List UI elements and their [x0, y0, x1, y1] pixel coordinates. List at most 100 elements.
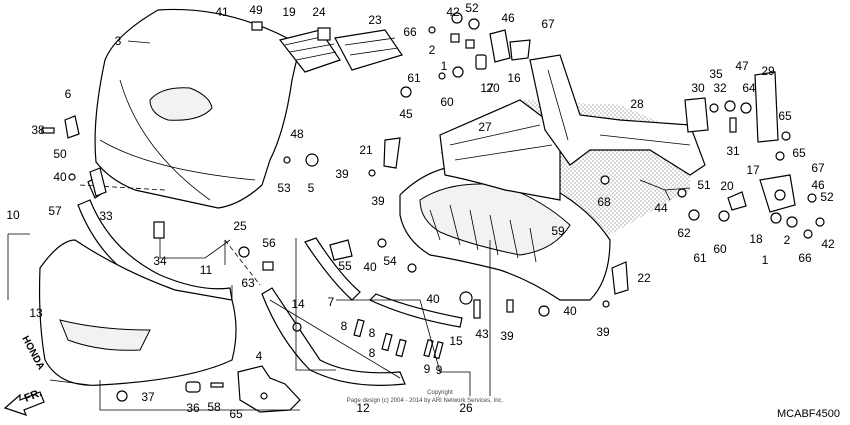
callout-34[interactable]: 34 [153, 254, 167, 268]
callout-20[interactable]: 20 [486, 81, 500, 95]
callout-40[interactable]: 40 [53, 170, 67, 184]
callout-65[interactable]: 65 [778, 109, 792, 123]
callout-6[interactable]: 6 [65, 87, 72, 101]
callout-17[interactable]: 17 [746, 163, 760, 177]
lower-bracket-4[interactable] [237, 365, 301, 413]
right-bracket-parts[interactable] [677, 71, 825, 239]
callout-51[interactable]: 51 [697, 178, 711, 192]
callout-8[interactable]: 8 [369, 346, 376, 360]
callout-39[interactable]: 39 [500, 329, 514, 343]
callout-29[interactable]: 29 [761, 64, 775, 78]
callout-61[interactable]: 61 [693, 251, 707, 265]
upper-small-parts[interactable] [251, 21, 412, 98]
callout-52[interactable]: 52 [820, 190, 834, 204]
callout-19[interactable]: 19 [282, 5, 296, 19]
callout-12[interactable]: 12 [356, 401, 370, 415]
callout-28[interactable]: 28 [630, 97, 644, 111]
callout-65[interactable]: 65 [229, 407, 243, 421]
callout-52[interactable]: 52 [465, 1, 479, 15]
callout-7[interactable]: 7 [328, 295, 335, 309]
left-small-parts[interactable] [41, 115, 401, 197]
callout-66[interactable]: 66 [403, 25, 417, 39]
callout-20[interactable]: 20 [720, 179, 734, 193]
callout-10[interactable]: 10 [6, 208, 20, 222]
callout-26[interactable]: 26 [459, 401, 473, 415]
callout-32[interactable]: 32 [713, 81, 727, 95]
callout-17[interactable]: 17 [480, 81, 494, 95]
callout-47[interactable]: 47 [735, 59, 749, 73]
callout-50[interactable]: 50 [53, 147, 67, 161]
top-middle-parts[interactable] [428, 12, 531, 80]
callout-9[interactable]: 9 [436, 363, 443, 377]
callout-63[interactable]: 63 [241, 276, 255, 290]
windscreen[interactable] [94, 8, 301, 209]
callout-27[interactable]: 27 [478, 120, 492, 134]
callout-39[interactable]: 39 [371, 194, 385, 208]
callout-39[interactable]: 39 [335, 167, 349, 181]
callout-24[interactable]: 24 [312, 5, 326, 19]
callout-40[interactable]: 40 [363, 260, 377, 274]
callout-45[interactable]: 45 [399, 107, 413, 121]
callout-60[interactable]: 60 [713, 242, 727, 256]
callout-5[interactable]: 5 [308, 181, 315, 195]
callout-36[interactable]: 36 [186, 401, 200, 415]
callout-35[interactable]: 35 [709, 67, 723, 81]
lower-trims[interactable] [261, 237, 463, 386]
callout-49[interactable]: 49 [249, 3, 263, 17]
callout-3[interactable]: 3 [115, 34, 122, 48]
callout-2[interactable]: 2 [429, 43, 436, 57]
callout-40[interactable]: 40 [563, 304, 577, 318]
callout-9[interactable]: 9 [424, 362, 431, 376]
callout-33[interactable]: 33 [99, 209, 113, 223]
callout-59[interactable]: 59 [551, 224, 565, 238]
lower-cowl[interactable] [38, 239, 237, 386]
callout-25[interactable]: 25 [233, 219, 247, 233]
callout-4[interactable]: 4 [256, 349, 263, 363]
callout-22[interactable]: 22 [637, 271, 651, 285]
callout-39[interactable]: 39 [596, 325, 610, 339]
callout-41[interactable]: 41 [215, 5, 229, 19]
callout-58[interactable]: 58 [207, 400, 221, 414]
inner-cowl[interactable] [399, 99, 611, 301]
callout-15[interactable]: 15 [449, 334, 463, 348]
callout-55[interactable]: 55 [338, 259, 352, 273]
clip-34[interactable] [153, 221, 165, 239]
callout-23[interactable]: 23 [368, 13, 382, 27]
callout-43[interactable]: 43 [475, 327, 489, 341]
callout-13[interactable]: 13 [29, 306, 43, 320]
callout-46[interactable]: 46 [811, 178, 825, 192]
callout-1[interactable]: 1 [441, 59, 448, 73]
callout-57[interactable]: 57 [48, 204, 62, 218]
center-left-parts[interactable] [224, 239, 274, 286]
callout-65[interactable]: 65 [792, 146, 806, 160]
lower-bolts[interactable] [116, 175, 610, 402]
callout-16[interactable]: 16 [507, 71, 521, 85]
callout-56[interactable]: 56 [262, 236, 276, 250]
callout-68[interactable]: 68 [597, 195, 611, 209]
callout-40[interactable]: 40 [426, 292, 440, 306]
callout-30[interactable]: 30 [691, 81, 705, 95]
callout-46[interactable]: 46 [501, 11, 515, 25]
callout-60[interactable]: 60 [440, 95, 454, 109]
callout-1[interactable]: 1 [762, 253, 769, 267]
callout-62[interactable]: 62 [677, 226, 691, 240]
callout-42[interactable]: 42 [446, 5, 460, 19]
callout-48[interactable]: 48 [290, 127, 304, 141]
mounting-stay[interactable] [529, 54, 706, 176]
callout-31[interactable]: 31 [726, 144, 740, 158]
callout-14[interactable]: 14 [291, 297, 305, 311]
small-clips[interactable] [353, 318, 444, 360]
callout-67[interactable]: 67 [541, 17, 555, 31]
callout-18[interactable]: 18 [749, 232, 763, 246]
callout-8[interactable]: 8 [341, 319, 348, 333]
callout-53[interactable]: 53 [277, 181, 291, 195]
callout-8[interactable]: 8 [369, 326, 376, 340]
callout-11[interactable]: 11 [200, 263, 213, 277]
callout-21[interactable]: 21 [359, 143, 373, 157]
callout-67[interactable]: 67 [811, 161, 825, 175]
callout-54[interactable]: 54 [383, 254, 397, 268]
callout-64[interactable]: 64 [742, 81, 756, 95]
callout-42[interactable]: 42 [821, 237, 835, 251]
callout-38[interactable]: 38 [31, 123, 45, 137]
callout-37[interactable]: 37 [141, 390, 155, 404]
